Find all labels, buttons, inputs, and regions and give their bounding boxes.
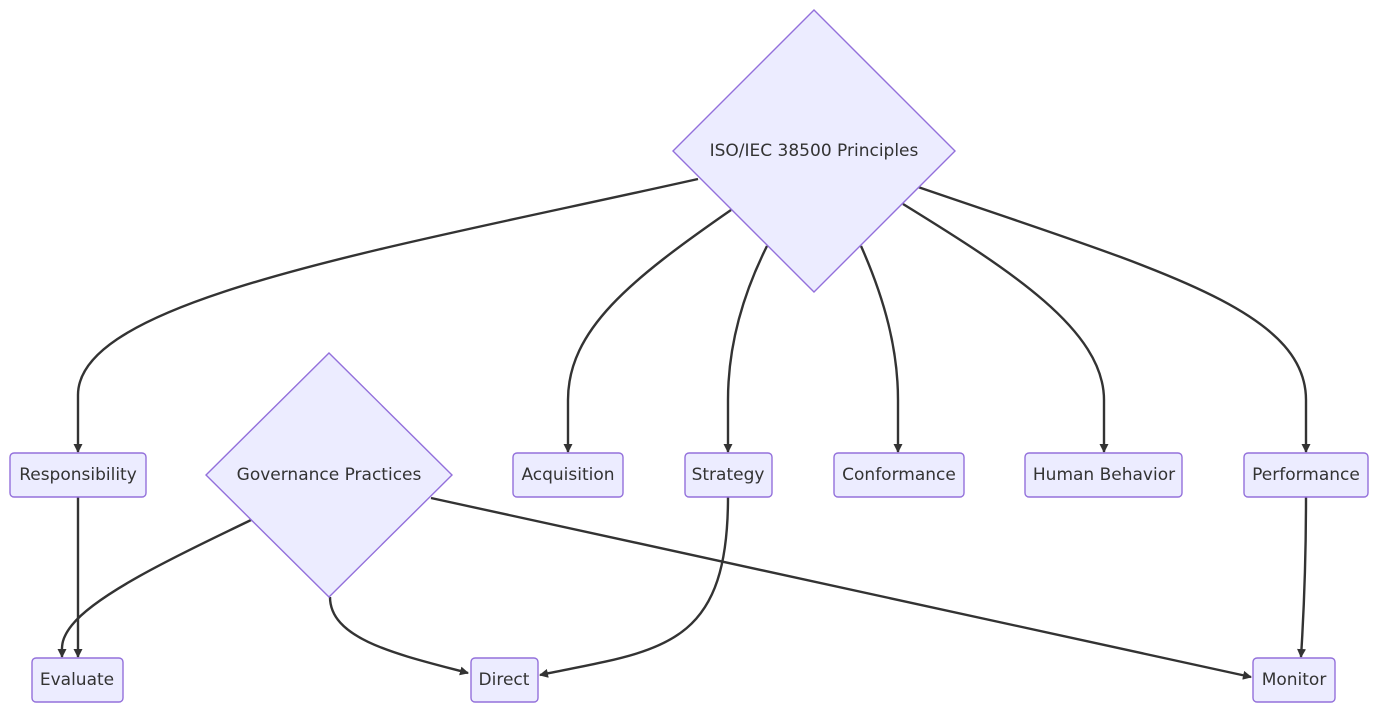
node-acquisition[interactable]: Acquisition: [512, 452, 624, 498]
edge-governance-to-monitor: [430, 496, 1252, 680]
node-evaluate[interactable]: Evaluate: [31, 657, 124, 703]
node-responsibility[interactable]: Responsibility: [9, 452, 147, 498]
node-monitor-label: Monitor: [1262, 670, 1327, 690]
edge-strategy-to-direct: [539, 496, 730, 678]
edge-principles-to-acquisition: [563, 209, 732, 453]
node-monitor[interactable]: Monitor: [1252, 657, 1336, 703]
node-principles[interactable]: ISO/IEC 38500 Principles: [672, 9, 956, 293]
node-acquisition-label: Acquisition: [521, 465, 614, 485]
edges: [57, 177, 1311, 680]
node-performance-label: Performance: [1252, 465, 1360, 485]
edge-principles-to-human-behavior: [902, 202, 1109, 453]
edge-principles-to-strategy: [723, 245, 769, 453]
node-conformance-label: Conformance: [842, 465, 956, 485]
node-human-behavior[interactable]: Human Behavior: [1024, 452, 1183, 498]
node-human-behavior-label: Human Behavior: [1033, 465, 1175, 485]
node-governance-practices-label: Governance Practices: [237, 465, 422, 485]
node-direct-label: Direct: [479, 670, 530, 690]
node-conformance[interactable]: Conformance: [833, 452, 965, 498]
node-strategy-label: Strategy: [692, 465, 765, 485]
node-principles-label: ISO/IEC 38500 Principles: [710, 141, 919, 161]
edge-principles-to-responsibility: [73, 177, 699, 453]
node-direct[interactable]: Direct: [470, 657, 539, 703]
node-governance-practices[interactable]: Governance Practices: [205, 352, 453, 598]
edge-performance-to-monitor: [1297, 496, 1308, 658]
nodes: ISO/IEC 38500 Principles Governance Prac…: [9, 9, 1369, 703]
node-evaluate-label: Evaluate: [40, 670, 114, 690]
node-performance[interactable]: Performance: [1243, 452, 1369, 498]
edge-governance-to-direct: [328, 596, 469, 676]
node-strategy[interactable]: Strategy: [684, 452, 773, 498]
node-responsibility-label: Responsibility: [19, 465, 137, 485]
edge-governance-to-evaluate: [57, 518, 252, 658]
edge-principles-to-conformance: [859, 245, 903, 453]
edge-principles-to-performance: [917, 185, 1311, 453]
